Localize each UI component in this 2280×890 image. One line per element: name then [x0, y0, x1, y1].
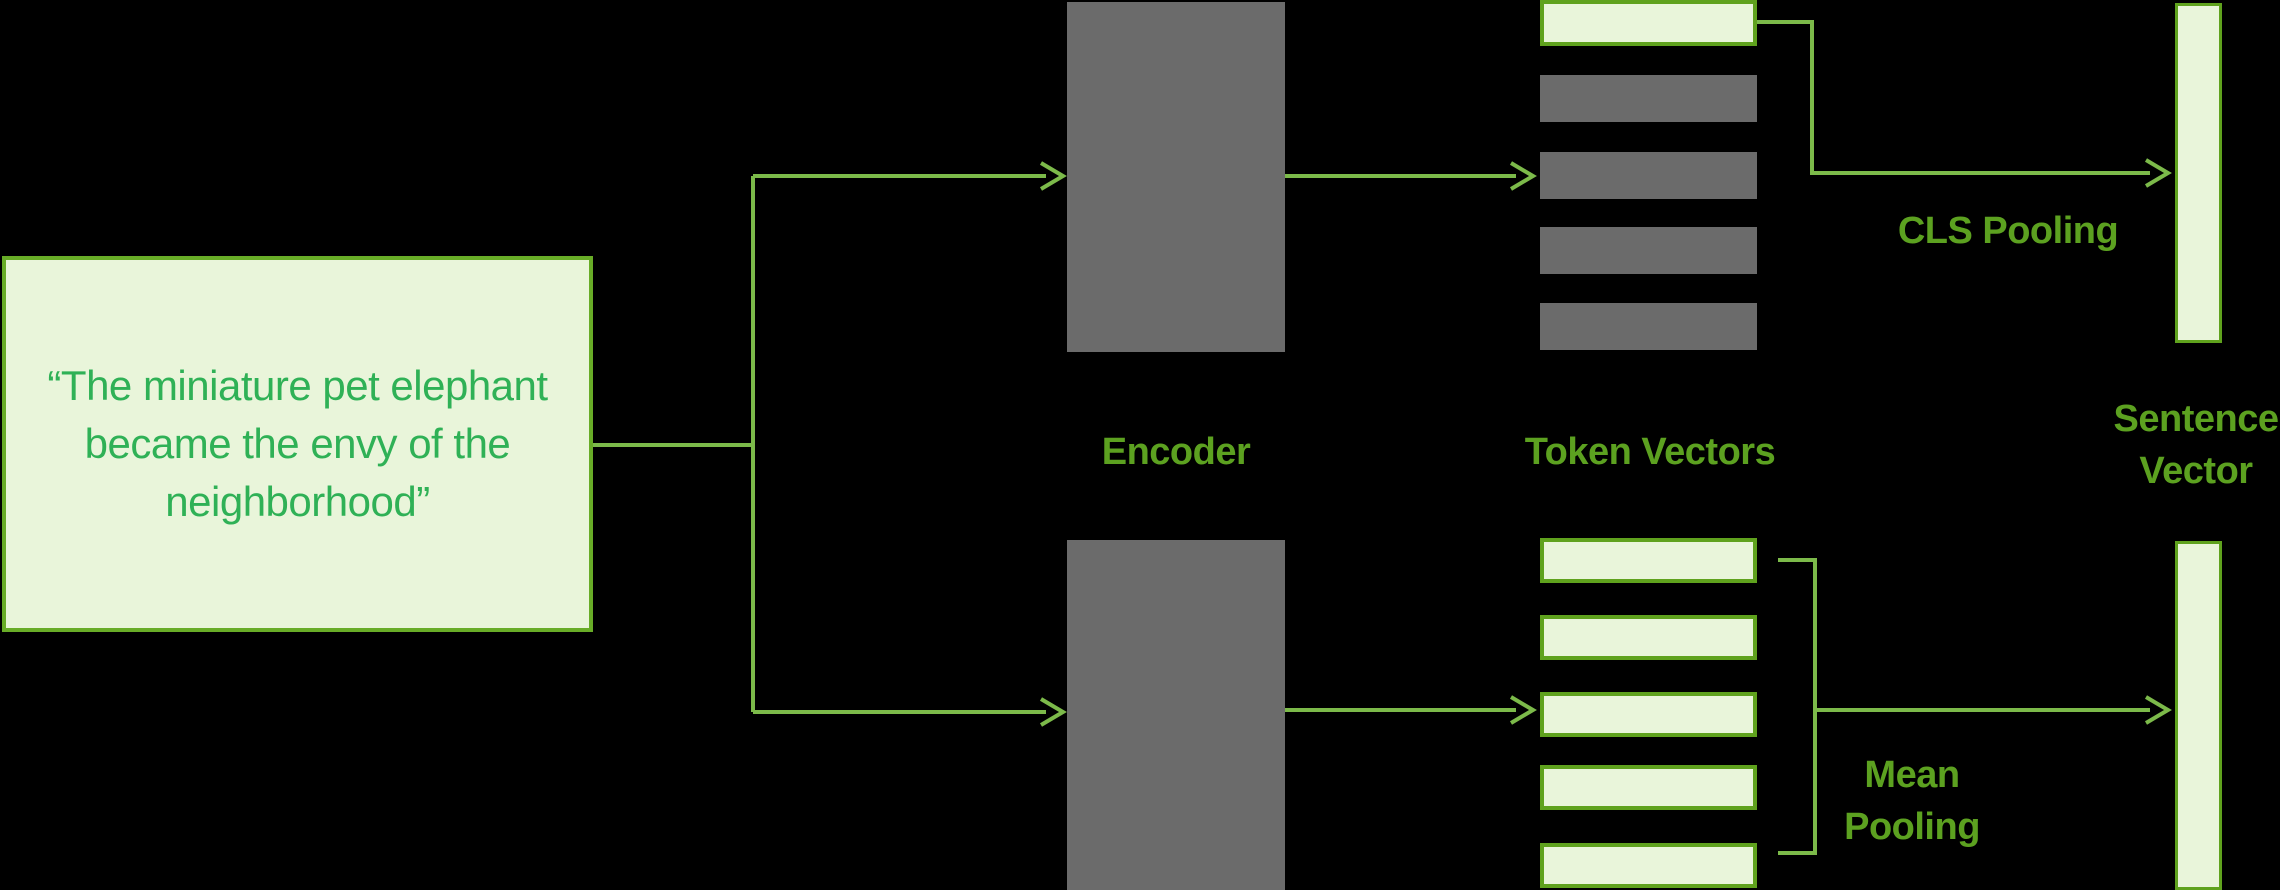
encoder-block-bottom	[1067, 540, 1285, 890]
mean-pooling-label: Mean Pooling	[1844, 754, 1980, 848]
token-vector-bar	[1540, 75, 1757, 122]
arrowhead-bottom-tokens-icon	[1509, 695, 1537, 725]
arrowhead-bottom-encoder-icon	[1039, 697, 1067, 727]
sentence-vector-label: Sentence Vector	[2113, 398, 2279, 492]
encoder-block-top	[1067, 2, 1285, 352]
token-vector-bar-highlighted	[1540, 615, 1757, 660]
token-vector-bar-highlighted	[1540, 538, 1757, 583]
arrowhead-cls-icon	[2144, 158, 2172, 188]
token-vector-bar-highlighted	[1540, 765, 1757, 810]
token-vectors-label: Token Vectors	[1524, 431, 1776, 473]
input-sentence-box: “The miniature pet elephant became the e…	[2, 256, 593, 632]
sentence-vector-bar-top	[2175, 3, 2222, 343]
arrowhead-mean-icon	[2144, 695, 2172, 725]
sentence-vector-bar-bottom	[2175, 541, 2222, 890]
cls-pooling-label: CLS Pooling	[1897, 210, 2119, 252]
token-vector-bar-highlighted	[1540, 843, 1757, 888]
input-sentence-line: neighborhood”	[165, 478, 430, 525]
token-vector-bar	[1540, 227, 1757, 274]
arrowhead-top-tokens-icon	[1509, 161, 1537, 191]
arrowhead-top-encoder-icon	[1039, 161, 1067, 191]
input-sentence-text: “The miniature pet elephant became the e…	[47, 357, 548, 531]
input-sentence-line: became the envy of the	[84, 420, 511, 467]
token-vector-bar-highlighted	[1540, 692, 1757, 737]
input-sentence-line: “The miniature pet elephant	[47, 362, 548, 409]
encoder-label: Encoder	[1101, 431, 1251, 473]
mean-pooling-bracket	[1778, 558, 1817, 855]
token-vector-bar	[1540, 152, 1757, 199]
token-vector-bar-cls	[1540, 0, 1757, 46]
wire-cls-pooling	[1757, 20, 2150, 175]
token-vector-bar	[1540, 303, 1757, 350]
